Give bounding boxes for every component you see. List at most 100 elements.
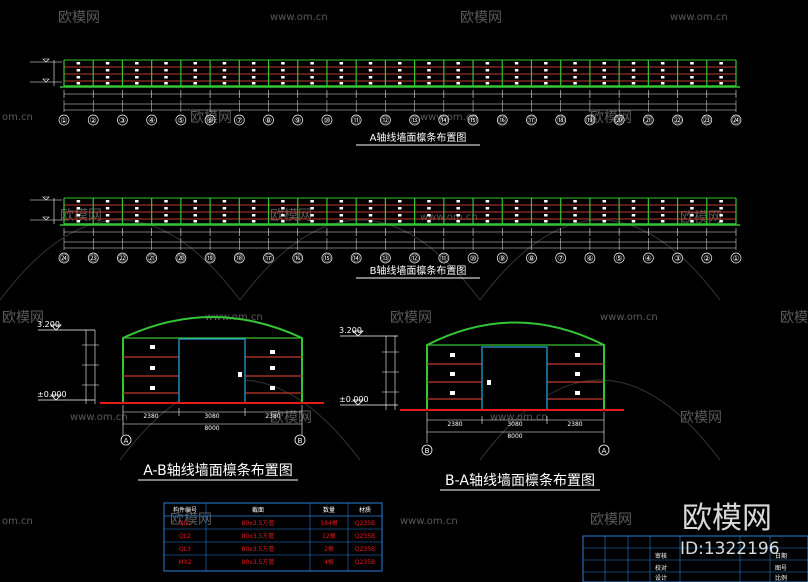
table-cell: QL2 — [179, 533, 191, 540]
axis-label: ⑮ — [323, 254, 331, 263]
level-top-label: 3.200 — [37, 320, 60, 329]
table-cell: 12根 — [322, 532, 336, 540]
axis-label: ㉓ — [703, 116, 711, 125]
title-block-cell: 比例 — [775, 574, 787, 582]
axis-label: ⑬ — [411, 116, 419, 125]
axis-bubble — [467, 252, 479, 264]
axis-bubble — [409, 252, 420, 264]
axis-label: ⑩ — [323, 116, 330, 125]
table-header: 数量 — [323, 506, 335, 514]
title-block-cell: 图号 — [775, 565, 787, 572]
table-cell: 184根 — [320, 519, 337, 527]
axis-bubble — [730, 114, 742, 126]
axis-bubble — [438, 114, 450, 126]
table-cell: Q235B — [355, 546, 375, 553]
axis-bubble — [672, 114, 683, 126]
axis-bubble — [642, 114, 654, 126]
axis-label: ⑧ — [528, 254, 535, 263]
watermark-url: www.om.cn — [400, 516, 458, 527]
watermark-brand: 欧模网 — [190, 110, 232, 126]
axis-label: ⑤ — [177, 116, 184, 125]
title-block: 审核 校对 设计 日期 图号 比例 — [582, 535, 808, 582]
axis-label: ㉑ — [644, 116, 652, 125]
watermark-url: www.om.cn — [420, 112, 478, 123]
axis-label: A — [124, 437, 129, 445]
table-cell: 80x3.5方管 — [242, 532, 275, 540]
table-cell: QL3 — [179, 546, 191, 553]
gable-ba: 3.200 ±0.000 2380 3080 2380 8000 B A B — [339, 321, 624, 491]
axis-label: ㉒ — [118, 254, 126, 263]
axis-label: ⑫ — [381, 116, 389, 125]
table-cell: 80x3.5方管 — [242, 545, 275, 553]
axis-bubble — [263, 114, 274, 126]
axis-label: ⑭ — [440, 116, 448, 125]
axis-label: ② — [90, 116, 97, 125]
axis-bubble — [117, 252, 128, 264]
watermark-url: om.cn — [2, 516, 33, 527]
axis-label: ③ — [119, 116, 126, 125]
axis-bubble — [233, 114, 245, 126]
axis-bubble — [350, 114, 362, 126]
table-cell: Q235B — [355, 520, 375, 527]
axis-bubble — [409, 114, 420, 126]
axis-label: ⑨ — [294, 116, 301, 125]
watermark-brand: 欧模网 — [270, 410, 312, 426]
axis-bubble — [730, 252, 742, 264]
axis-bubble — [421, 444, 433, 456]
axis-label: ⑭ — [352, 254, 360, 263]
title-block-cell: 审核 — [655, 552, 667, 560]
axis-label: ⑥ — [586, 254, 593, 263]
axis-label: ⑳ — [615, 116, 623, 125]
axis-bubble — [438, 252, 450, 264]
axis-bubble — [294, 434, 306, 446]
table-cell: 80x3.5方管 — [242, 519, 275, 527]
axis-label: ⑤ — [616, 254, 623, 263]
axis-bubble — [350, 252, 362, 264]
watermark-brand: 欧模网 — [60, 208, 102, 224]
level-symbol-icon — [50, 394, 62, 401]
axis-bubble — [120, 434, 132, 446]
title-block-cell: 设计 — [655, 574, 667, 582]
axis-bubble — [233, 252, 245, 264]
axis-bubble — [58, 252, 70, 264]
axis-bubble — [380, 114, 391, 126]
axis-label: ⑥ — [207, 116, 214, 125]
axis-bubble — [321, 114, 333, 126]
axis-bubble — [117, 114, 128, 126]
watermark-url: www.om.cn — [670, 12, 728, 23]
axis-bubble — [204, 252, 216, 264]
dimension-label: 2380 — [143, 413, 158, 420]
axis-bubble — [58, 114, 70, 126]
gable-ab: 3.200 ±0.000 2380 3080 2380 8000 A — [37, 316, 324, 481]
watermark-brand: 欧模网 — [2, 310, 44, 326]
axis-label: ㉓ — [89, 254, 97, 263]
watermark-brand: 欧模网 — [58, 10, 100, 26]
axis-label: B — [425, 447, 430, 455]
watermark-brand: 欧模网 — [680, 410, 722, 426]
gable-ba-title: B-A轴线墙面檩条布置图 — [445, 472, 595, 489]
table-cell: 2根 — [324, 545, 334, 553]
axis-label: ⑫ — [411, 254, 419, 263]
axis-label: ⑪ — [440, 254, 448, 263]
axis-bubble — [642, 252, 654, 264]
axis-bubble — [496, 252, 508, 264]
axis-label: ⑮ — [469, 116, 477, 125]
watermark-url: www.om.cn — [490, 412, 548, 423]
title-block-cell: 日期 — [775, 552, 787, 560]
axis-bubble — [672, 252, 683, 264]
axis-bubble — [263, 252, 274, 264]
axis-label: A — [602, 447, 607, 455]
axis-bubble — [146, 252, 158, 264]
level-zero-label: ±0.000 — [37, 390, 67, 399]
gable-frame — [122, 316, 303, 403]
axis-bubble — [613, 114, 625, 126]
axis-label: ⑨ — [499, 254, 506, 263]
axis-bubble — [87, 252, 99, 264]
table-cell: 80x3.5方管 — [242, 558, 275, 566]
